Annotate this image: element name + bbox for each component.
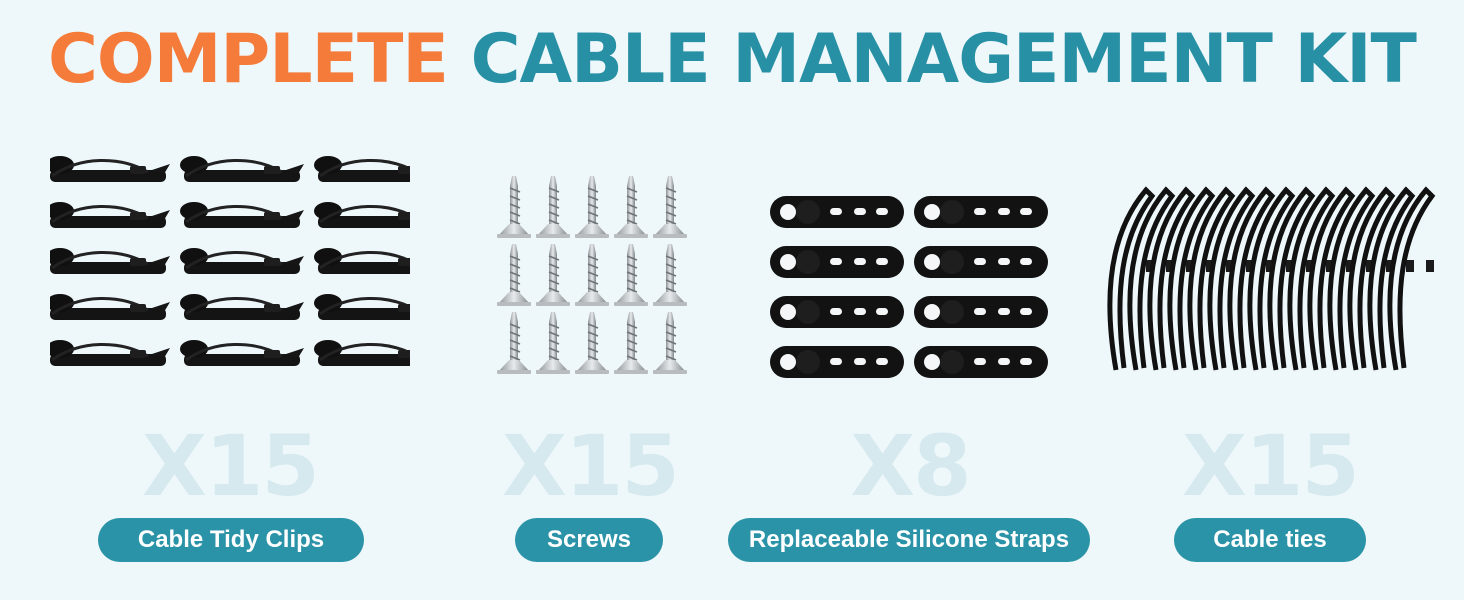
screw-piece <box>535 175 571 239</box>
cable-tie-head <box>1306 260 1314 272</box>
screw-piece <box>496 311 532 375</box>
cable-tie-head <box>1286 260 1294 272</box>
straps-count: X8 <box>850 417 971 515</box>
clip-piece <box>178 246 306 276</box>
strap-piece <box>770 196 904 228</box>
strap-piece <box>914 246 1048 278</box>
silicone-strap-icon <box>770 196 1048 378</box>
screw-piece <box>574 311 610 375</box>
screws-count: X15 <box>502 417 680 515</box>
cable-tie-piece <box>1207 186 1256 371</box>
strap-piece <box>770 246 904 278</box>
cable-tie-piece <box>1307 186 1356 371</box>
cable-tie-head <box>1226 260 1234 272</box>
title-word-rest: CABLE MANAGEMENT KIT <box>470 20 1417 99</box>
screw-piece <box>496 175 532 239</box>
screw-piece <box>496 243 532 307</box>
cable-tie-piece <box>1127 186 1176 371</box>
cable-tie-piece <box>1167 186 1216 371</box>
screw-piece <box>652 311 688 375</box>
cable-tie-head <box>1366 260 1374 272</box>
straps-label-pill: Replaceable Silicone Straps <box>728 518 1090 562</box>
page-title: COMPLETE CABLE MANAGEMENT KIT <box>0 14 1464 106</box>
strap-piece <box>770 296 904 328</box>
title-word-complete: COMPLETE <box>48 20 449 99</box>
kit-item-screws: X15 Screws <box>410 140 770 580</box>
clip-piece <box>178 338 306 368</box>
ties-count: X15 <box>1182 417 1360 515</box>
kit-item-clips: X15 Cable Tidy Clips <box>50 140 410 580</box>
cable-tie-piece <box>1247 186 1296 371</box>
clips-count: X15 <box>142 417 320 515</box>
cable-tie-piece <box>1267 186 1316 371</box>
clip-piece <box>178 292 306 322</box>
screw-piece <box>613 311 649 375</box>
strap-piece <box>914 296 1048 328</box>
clip-piece <box>312 292 410 322</box>
cable-tie-head <box>1346 260 1354 272</box>
screw-piece <box>652 243 688 307</box>
cable-tie-head <box>1426 260 1434 272</box>
screw-icon <box>496 175 688 375</box>
screw-piece <box>574 243 610 307</box>
screw-piece <box>613 175 649 239</box>
clip-piece <box>178 200 306 230</box>
cable-tie-piece <box>1107 186 1156 371</box>
clip-piece <box>178 154 306 184</box>
screw-piece <box>574 175 610 239</box>
screw-piece <box>535 311 571 375</box>
screw-piece <box>613 243 649 307</box>
clip-piece <box>50 200 172 230</box>
cable-tie-piece <box>1227 186 1276 371</box>
cable-tie-piece <box>1387 186 1436 371</box>
cable-tie-piece <box>1187 186 1236 371</box>
cable-tie-head <box>1406 260 1414 272</box>
cable-tie-head <box>1146 260 1154 272</box>
cable-tie-piece <box>1347 186 1396 371</box>
screw-piece <box>652 175 688 239</box>
clip-piece <box>50 292 172 322</box>
strap-piece <box>914 346 1048 378</box>
screw-piece <box>535 243 571 307</box>
cable-tie-head <box>1186 260 1194 272</box>
strap-piece <box>914 196 1048 228</box>
clips-label-pill: Cable Tidy Clips <box>98 518 364 562</box>
cable-tie-head <box>1246 260 1254 272</box>
cable-tie-head <box>1266 260 1274 272</box>
cable-tie-piece <box>1287 186 1336 371</box>
clip-piece <box>312 154 410 184</box>
clip-piece <box>50 338 172 368</box>
kit-item-ties: X15 Cable ties <box>1090 140 1450 580</box>
cable-tie-piece <box>1147 186 1196 371</box>
screws-label-pill: Screws <box>515 518 663 562</box>
cable-tie-head <box>1166 260 1174 272</box>
kit-item-straps: X8 Replaceable Silicone Straps <box>728 140 1090 580</box>
cable-tie-icon <box>1107 186 1436 371</box>
strap-piece <box>770 346 904 378</box>
clip-piece <box>50 246 172 276</box>
clip-piece <box>312 338 410 368</box>
cable-tie-piece <box>1367 186 1416 371</box>
cable-tie-head <box>1326 260 1334 272</box>
clip-piece <box>312 246 410 276</box>
cable-tie-piece <box>1327 186 1376 371</box>
ties-label-pill: Cable ties <box>1174 518 1366 562</box>
clip-piece <box>50 154 172 184</box>
cable-tie-head <box>1206 260 1214 272</box>
clip-piece <box>312 200 410 230</box>
cable-tie-head <box>1386 260 1394 272</box>
cable-clip-icon <box>50 154 410 368</box>
